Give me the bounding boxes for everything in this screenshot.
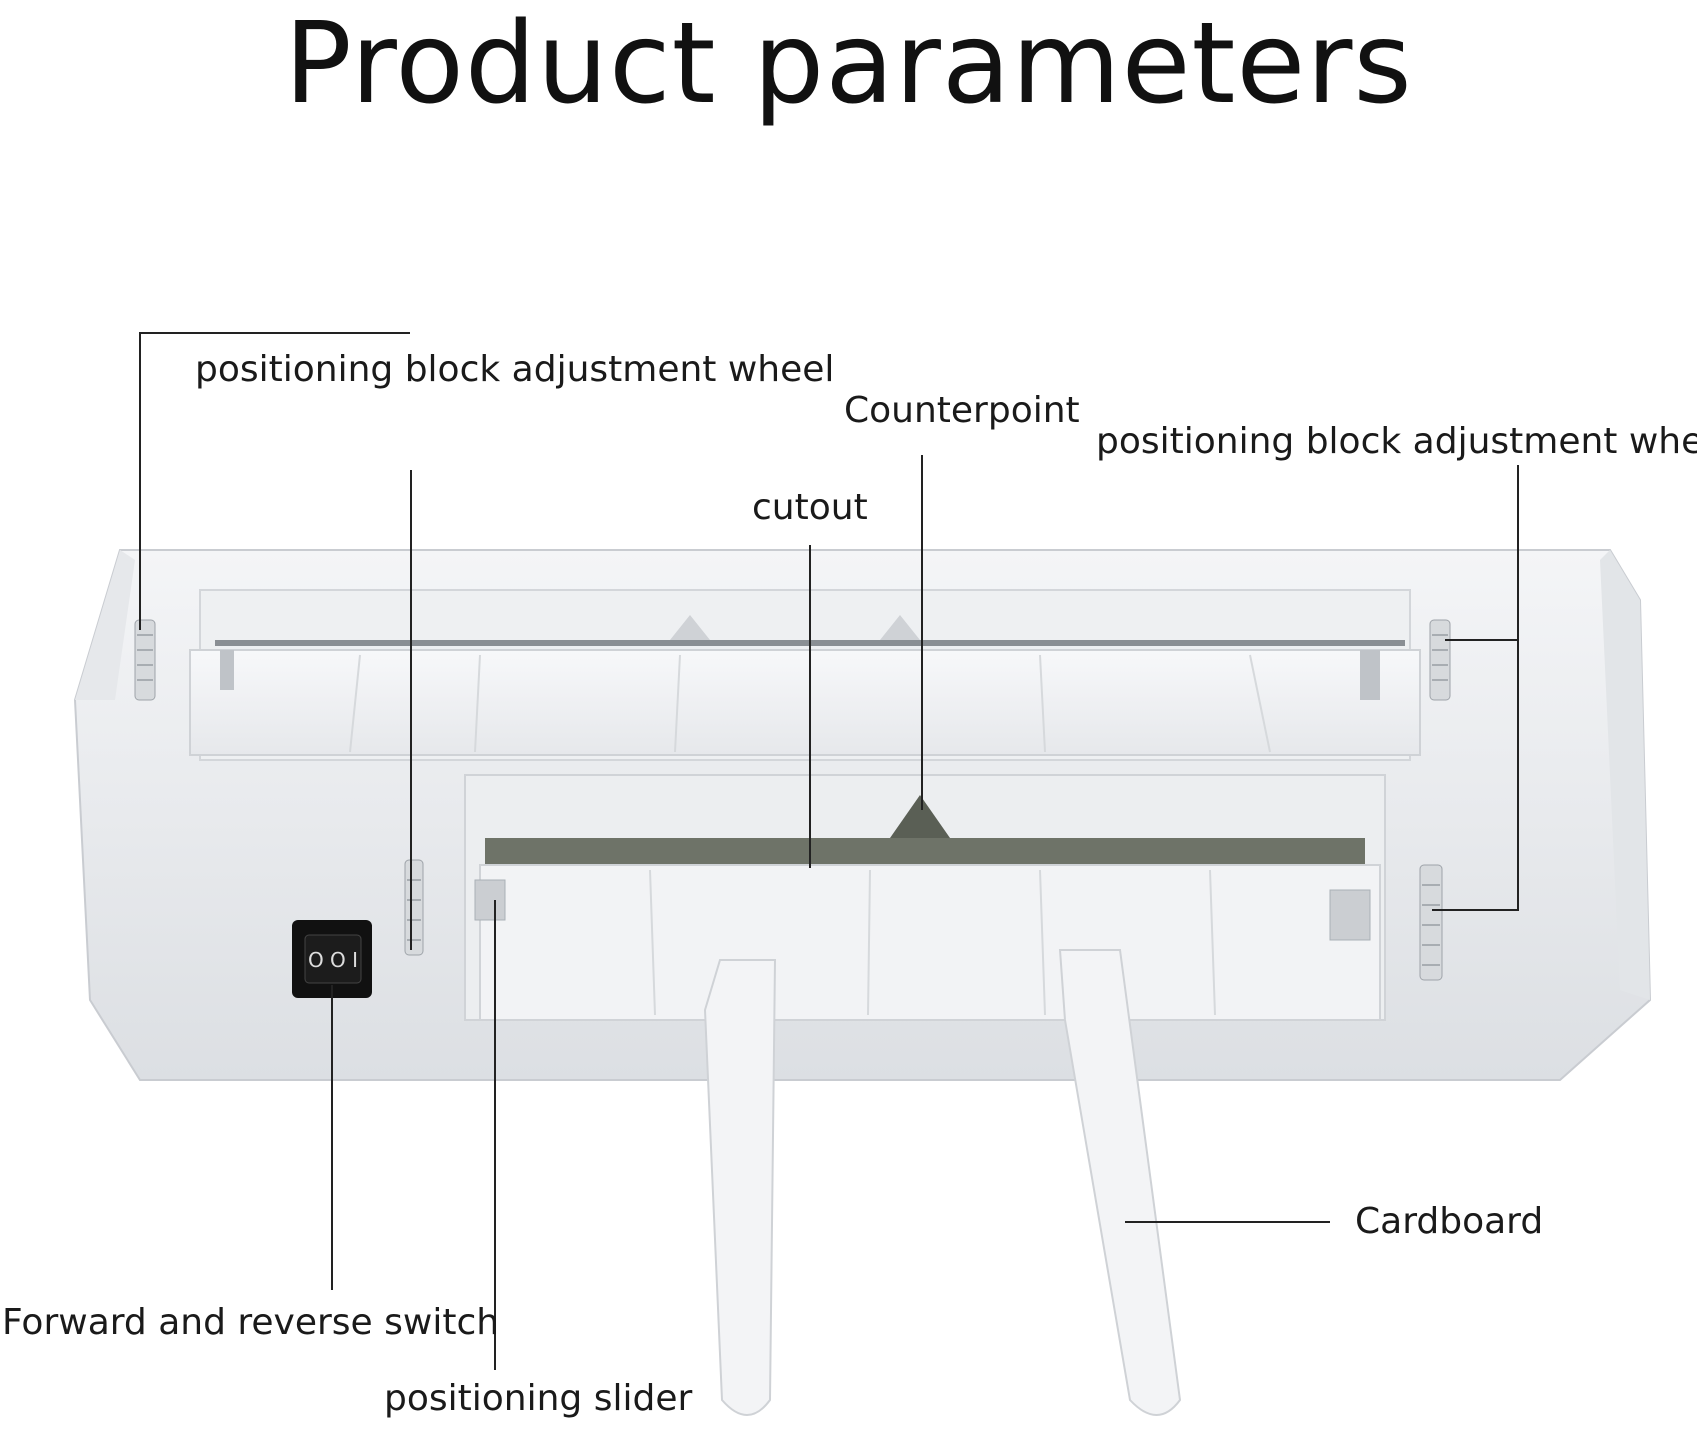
label-cutout: cutout (752, 487, 868, 528)
label-wheel-left: positioning block adjustment wheel (195, 349, 835, 390)
leader-lines (139, 332, 1519, 1370)
label-switch: Forward and reverse switch (2, 1302, 500, 1343)
cardboard-strips (703, 949, 1182, 1416)
page-title: Product parameters (284, 0, 1413, 129)
label-counterpoint: Counterpoint (844, 390, 1080, 431)
switch-glyphs: O O I (308, 948, 358, 972)
leader-wheel-right-lower (1432, 640, 1519, 911)
machine-body: O O I (73, 549, 1652, 1081)
label-cardboard: Cardboard (1355, 1201, 1544, 1242)
label-wheel-right: positioning block adjustment wheel (1096, 421, 1697, 462)
label-slider: positioning slider (384, 1378, 693, 1419)
leader-wheel-left (139, 332, 410, 630)
